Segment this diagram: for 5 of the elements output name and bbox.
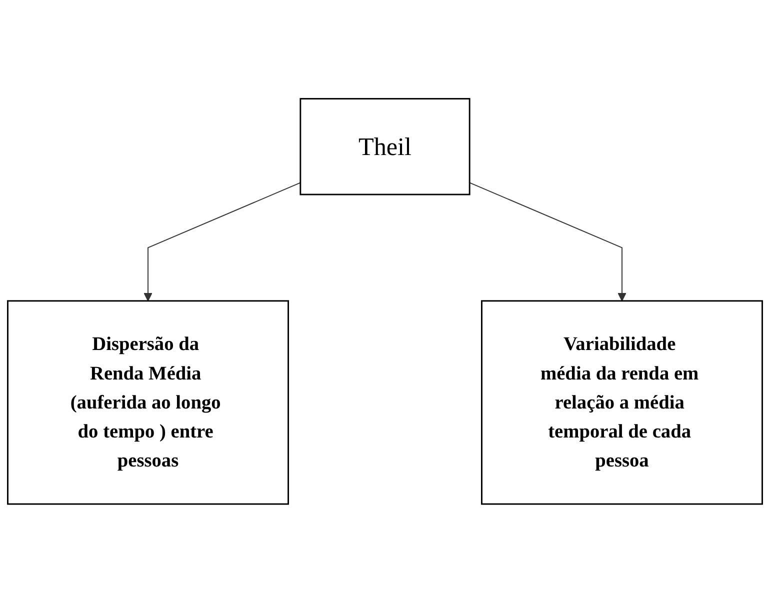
node-box: Variabilidade média da renda em relação a média temporal de cada pessoa bbox=[481, 300, 763, 505]
node-box: Dispersão da Renda Média (auferida ao longo do tempo ) entre pessoas bbox=[7, 300, 289, 505]
arrow bbox=[469, 182, 626, 302]
node-box: Theil bbox=[300, 98, 470, 196]
arrow bbox=[144, 182, 301, 302]
